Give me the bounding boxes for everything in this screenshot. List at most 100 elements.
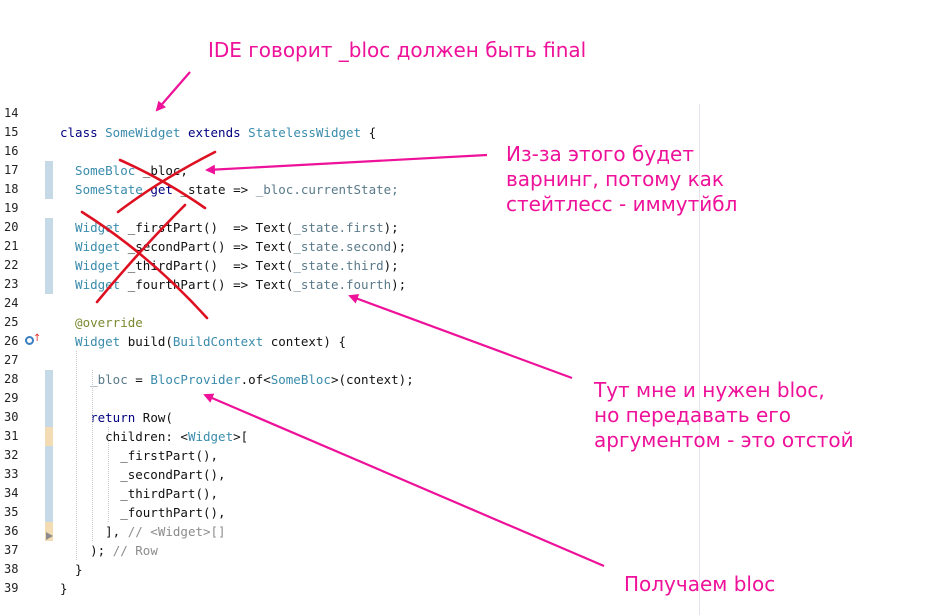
- annotation-need-bloc-note: Тут мне и нужен bloc, но передавать его …: [594, 378, 854, 452]
- code-token: StatelessWidget: [248, 125, 362, 140]
- line-number: 24: [4, 296, 19, 310]
- code-line[interactable]: children: <Widget>[: [60, 427, 248, 446]
- code-token: // <Widget>[]: [127, 524, 226, 539]
- line-number: 28: [4, 372, 19, 386]
- code-token: Widget: [60, 239, 121, 254]
- code-token: SomeBloc: [270, 372, 331, 387]
- code-token: _state.fourth: [293, 277, 392, 292]
- change-marker[interactable]: [45, 465, 53, 484]
- code-line[interactable]: Widget _firstPart() => Text(_state.first…: [60, 218, 399, 237]
- code-line[interactable]: return Row(: [60, 408, 173, 427]
- code-token: }: [60, 581, 68, 596]
- code-line[interactable]: ); // Row: [60, 541, 158, 560]
- code-line[interactable]: Widget _fourthPart() => Text(_state.four…: [60, 275, 406, 294]
- change-marker[interactable]: [45, 161, 53, 180]
- code-line[interactable]: _bloc = BlocProvider.of<SomeBloc>(contex…: [60, 370, 414, 389]
- change-marker[interactable]: [45, 370, 53, 389]
- code-token: build(: [120, 334, 173, 349]
- line-number: 33: [4, 467, 19, 481]
- code-token: _bloc: [60, 372, 128, 387]
- line-number: 23: [4, 277, 19, 291]
- code-line[interactable]: }: [60, 579, 68, 598]
- annotation-warning-note: Из-за этого будет варнинг, потому как ст…: [506, 142, 738, 216]
- change-marker[interactable]: [45, 275, 53, 294]
- line-number: 20: [4, 220, 19, 234]
- code-line[interactable]: _secondPart(),: [60, 465, 226, 484]
- code-line[interactable]: Widget build(BuildContext context) {: [60, 332, 346, 351]
- code-line[interactable]: ], // <Widget>[]: [60, 522, 226, 541]
- code-token: );: [60, 543, 113, 558]
- arrow-to-bloc-assignment: [203, 393, 605, 568]
- code-token: Widget: [60, 334, 121, 349]
- code-line[interactable]: class SomeWidget extends StatelessWidget…: [60, 123, 376, 142]
- code-line[interactable]: _firstPart(),: [60, 446, 218, 465]
- code-token: _bloc: [255, 182, 294, 197]
- fold-arrow-icon[interactable]: [46, 532, 53, 540]
- code-line[interactable]: SomeState get _state => _bloc.currentSta…: [60, 180, 399, 199]
- change-marker[interactable]: [45, 256, 53, 275]
- code-token: {: [361, 125, 377, 140]
- change-marker[interactable]: [45, 389, 53, 408]
- change-marker[interactable]: [45, 484, 53, 503]
- code-line[interactable]: _fourthPart(),: [60, 503, 226, 522]
- code-line[interactable]: }: [60, 560, 83, 579]
- change-marker[interactable]: [45, 503, 53, 522]
- code-token: .of<: [240, 372, 271, 387]
- code-line[interactable]: @override: [60, 313, 143, 332]
- code-token: _firstPart(),: [60, 448, 219, 463]
- override-gutter-icon[interactable]: [25, 336, 34, 345]
- change-marker[interactable]: [45, 237, 53, 256]
- code-token: );: [391, 277, 407, 292]
- code-token: SomeWidget: [105, 125, 188, 140]
- code-token: _fourthPart(),: [60, 505, 226, 520]
- code-token: Widget: [187, 429, 234, 444]
- change-marker[interactable]: [45, 427, 53, 446]
- code-token: BuildContext: [172, 334, 264, 349]
- change-marker[interactable]: [45, 446, 53, 465]
- code-token: .currentState;: [293, 182, 399, 197]
- code-token: );: [383, 220, 399, 235]
- arrow-to-bloc-field: [155, 71, 191, 112]
- annotation-final-note: IDE говорит _bloc должен быть final: [208, 38, 587, 62]
- code-token: return: [60, 410, 143, 425]
- code-token: =: [127, 372, 151, 387]
- code-token: Row(: [142, 410, 173, 425]
- code-token: }: [60, 562, 83, 577]
- code-token: _state.first: [293, 220, 384, 235]
- change-marker[interactable]: [45, 408, 53, 427]
- code-token: _fourthPart() => Text(: [120, 277, 294, 292]
- code-token: extends: [187, 125, 249, 140]
- code-line[interactable]: _thirdPart(),: [60, 484, 218, 503]
- up-arrow-icon[interactable]: ↑: [33, 333, 42, 344]
- line-number: 22: [4, 258, 19, 272]
- line-number: 27: [4, 353, 19, 367]
- change-marker[interactable]: [45, 522, 53, 541]
- code-token: children: <: [60, 429, 188, 444]
- line-number: 19: [4, 201, 19, 215]
- change-marker[interactable]: [45, 180, 53, 199]
- change-marker[interactable]: [45, 218, 53, 237]
- code-token: _state.third: [293, 258, 384, 273]
- code-token: SomeState: [60, 182, 151, 197]
- arrow-to-bloc-declaration: [205, 153, 488, 175]
- code-token: ],: [60, 524, 128, 539]
- line-number: 17: [4, 163, 19, 177]
- line-number: 14: [4, 106, 19, 120]
- code-token: _secondPart() => Text(: [120, 239, 294, 254]
- code-line[interactable]: Widget _secondPart() => Text(_state.seco…: [60, 237, 406, 256]
- code-token: SomeBloc: [60, 163, 136, 178]
- cross-mark-fields: [116, 150, 217, 214]
- line-number: 18: [4, 182, 19, 196]
- line-number: 30: [4, 410, 19, 424]
- line-number: 39: [4, 581, 19, 595]
- line-number: 16: [4, 144, 19, 158]
- right-margin-guide: [699, 104, 700, 615]
- line-number: 25: [4, 315, 19, 329]
- line-number: 29: [4, 391, 19, 405]
- code-token: >[: [233, 429, 249, 444]
- line-number: 31: [4, 429, 19, 443]
- code-token: _secondPart(),: [60, 467, 226, 482]
- line-number: 37: [4, 543, 19, 557]
